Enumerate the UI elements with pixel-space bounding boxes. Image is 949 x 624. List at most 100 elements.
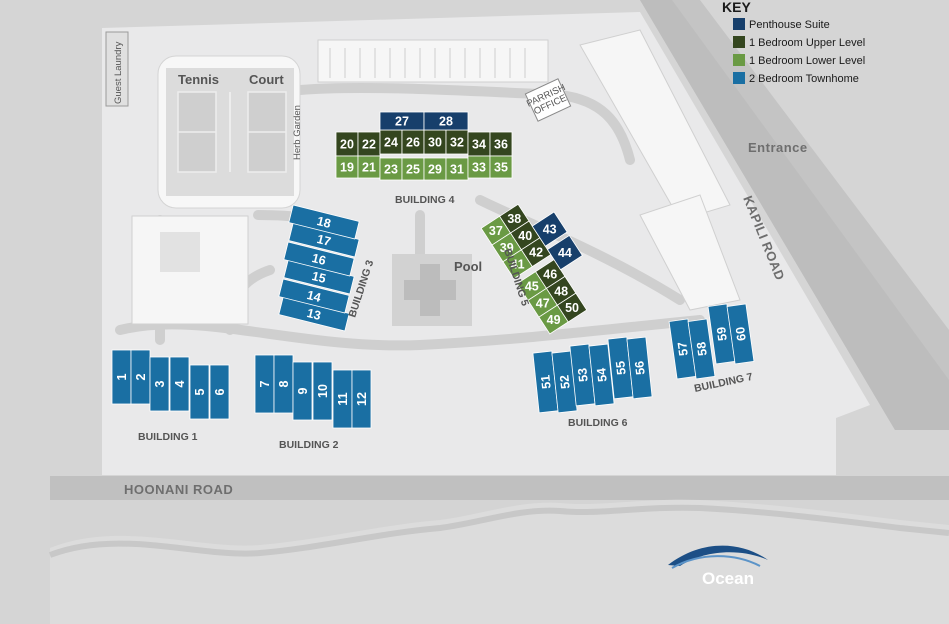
unit-49[interactable]: 49 — [538, 304, 569, 335]
unit-block — [687, 318, 716, 380]
unit-25[interactable]: 25 — [401, 157, 425, 181]
ocean-wave-icon — [668, 545, 768, 569]
unit-number: 12 — [355, 392, 369, 406]
parking-top — [317, 39, 549, 83]
key-item-label: Penthouse Suite — [749, 19, 830, 31]
unit-30[interactable]: 30 — [423, 129, 447, 155]
unit-16[interactable]: 16 — [283, 241, 355, 277]
unit-block — [283, 241, 355, 277]
herb-garden-label: Herb Garden — [292, 105, 303, 160]
unit-58[interactable]: 58 — [687, 318, 716, 380]
unit-block — [288, 204, 360, 240]
hoonani-road-label: HOONANI ROAD — [124, 482, 233, 497]
unit-44[interactable]: 44 — [546, 234, 583, 271]
unit-34[interactable]: 34 — [467, 131, 491, 157]
unit-number: 48 — [554, 284, 568, 298]
unit-39[interactable]: 39 — [491, 232, 522, 263]
unit-37[interactable]: 37 — [480, 215, 512, 246]
unit-number: 55 — [613, 360, 628, 375]
parking-right-lower — [639, 194, 741, 311]
unit-54[interactable]: 54 — [588, 343, 615, 407]
unit-block — [546, 234, 583, 271]
unit-number: 42 — [529, 246, 543, 260]
unit-32[interactable]: 32 — [445, 129, 469, 155]
unit-4[interactable]: 4 — [169, 356, 190, 412]
unit-19[interactable]: 19 — [335, 155, 359, 179]
unit-number: 39 — [500, 241, 514, 255]
unit-20[interactable]: 20 — [335, 131, 359, 157]
unit-block — [169, 356, 190, 412]
unit-2[interactable]: 2 — [130, 349, 151, 405]
unit-1[interactable]: 1 — [111, 349, 132, 405]
unit-block — [292, 361, 313, 421]
unit-10[interactable]: 10 — [312, 361, 333, 421]
unit-number: 5 — [193, 388, 207, 395]
unit-29[interactable]: 29 — [423, 157, 447, 181]
unit-6[interactable]: 6 — [209, 364, 230, 420]
unit-27[interactable]: 27 — [379, 111, 425, 131]
unit-number: 25 — [406, 163, 420, 177]
unit-number: 20 — [340, 138, 354, 152]
shoreline — [48, 504, 949, 558]
unit-52[interactable]: 52 — [551, 350, 578, 414]
unit-number: 17 — [315, 232, 332, 249]
guest-laundry: Guest Laundry — [105, 31, 129, 107]
parking-left — [131, 215, 249, 325]
unit-22[interactable]: 22 — [357, 131, 381, 157]
ocean-label: Ocean — [702, 569, 754, 588]
unit-28[interactable]: 28 — [423, 111, 469, 131]
unit-block — [351, 369, 372, 429]
pool-area: Pool — [392, 254, 482, 326]
ocean-water — [50, 499, 949, 624]
key-title: KEY — [722, 0, 751, 15]
unit-18[interactable]: 18 — [288, 204, 360, 240]
unit-56[interactable]: 56 — [626, 336, 653, 400]
unit-24[interactable]: 24 — [379, 129, 403, 155]
unit-9[interactable]: 9 — [292, 361, 313, 421]
unit-8[interactable]: 8 — [273, 354, 294, 414]
unit-number: 52 — [557, 374, 572, 389]
unit-31[interactable]: 31 — [445, 157, 469, 181]
unit-51[interactable]: 51 — [532, 350, 559, 414]
unit-55[interactable]: 55 — [607, 336, 634, 400]
unit-number: 46 — [543, 267, 557, 281]
unit-block — [149, 356, 170, 412]
entrance-label: Entrance — [748, 140, 808, 155]
unit-number: 47 — [536, 296, 550, 310]
unit-number: 56 — [632, 360, 647, 375]
unit-59[interactable]: 59 — [707, 303, 736, 365]
unit-7[interactable]: 7 — [254, 354, 275, 414]
hoonani-road-surface — [50, 476, 949, 500]
unit-14[interactable]: 14 — [278, 278, 350, 314]
unit-block — [278, 278, 350, 314]
unit-number: 32 — [450, 136, 464, 150]
kapili-road-lane — [640, 0, 949, 430]
unit-41[interactable]: 41 — [502, 249, 533, 280]
unit-23[interactable]: 23 — [379, 157, 403, 181]
unit-43[interactable]: 43 — [531, 211, 568, 247]
unit-block — [588, 343, 615, 407]
unit-33[interactable]: 33 — [467, 155, 491, 179]
unit-50[interactable]: 50 — [556, 292, 588, 323]
unit-26[interactable]: 26 — [401, 129, 425, 155]
unit-11[interactable]: 11 — [332, 369, 353, 429]
unit-block — [626, 336, 653, 400]
unit-5[interactable]: 5 — [189, 364, 210, 420]
unit-53[interactable]: 53 — [569, 343, 596, 407]
tennis-court: Tennis Court — [157, 55, 301, 209]
unit-57[interactable]: 57 — [668, 318, 697, 380]
unit-36[interactable]: 36 — [489, 131, 513, 157]
unit-21[interactable]: 21 — [357, 155, 381, 179]
unit-number: 43 — [543, 223, 557, 237]
unit-35[interactable]: 35 — [489, 155, 513, 179]
unit-number: 18 — [315, 214, 332, 231]
unit-60[interactable]: 60 — [726, 303, 755, 365]
unit-12[interactable]: 12 — [351, 369, 372, 429]
unit-3[interactable]: 3 — [149, 356, 170, 412]
unit-block — [209, 364, 230, 420]
guest-laundry-label: Guest Laundry — [113, 41, 124, 104]
unit-number: 13 — [305, 306, 322, 323]
unit-number: 4 — [173, 380, 187, 387]
unit-number: 45 — [525, 279, 539, 293]
